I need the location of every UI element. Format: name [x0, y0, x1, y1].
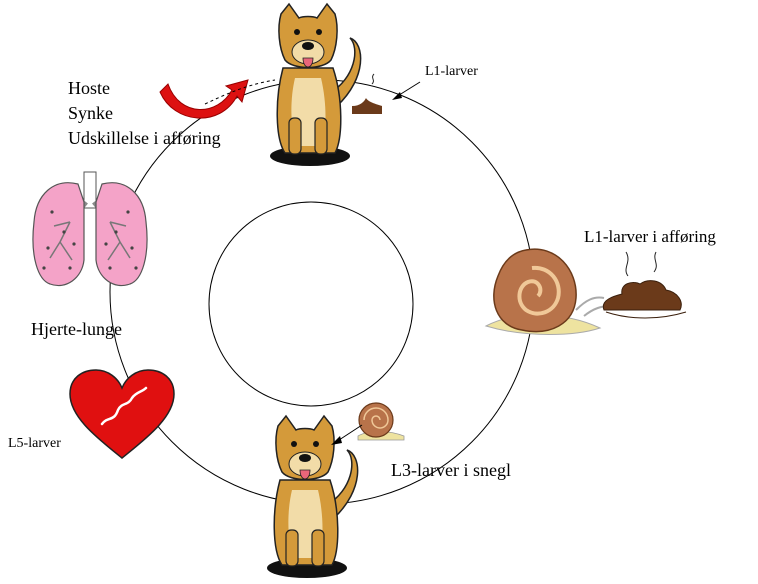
label-heart-lung: Hjerte-lunge	[31, 319, 122, 339]
dashed-link	[204, 79, 276, 105]
lungs-icon	[32, 171, 148, 287]
heart-icon	[69, 369, 175, 459]
curved-arrow-icon	[159, 79, 249, 119]
symptom-cough: Hoste	[68, 78, 110, 98]
label-l1-larvae-in-feces: L1-larver i afføring	[584, 227, 716, 246]
pointer-arrow-snail	[331, 424, 363, 445]
label-l5-larvae: L5-larver	[8, 436, 61, 451]
symptom-excretion: Udskillelse i afføring	[68, 128, 221, 148]
label-l1-larvae: L1-larver	[425, 64, 478, 79]
cycle-inner-circle	[208, 201, 414, 407]
symptom-list: Hoste Synke Udskillelse i afføring	[68, 76, 221, 151]
label-l3-larvae-in-snail: L3-larver i snegl	[391, 460, 511, 480]
feces-snail-icon	[602, 280, 687, 319]
feces-top-icon	[352, 98, 382, 114]
smell-line-icon	[371, 73, 375, 85]
smell-lines-icon	[625, 251, 657, 277]
dog-top-icon	[269, 3, 362, 167]
symptom-swallow: Synke	[68, 103, 113, 123]
snail-icon	[484, 248, 611, 335]
dog-bottom-icon	[266, 415, 359, 579]
pointer-arrow-l1-top	[392, 81, 421, 100]
small-snail-icon	[357, 402, 405, 441]
